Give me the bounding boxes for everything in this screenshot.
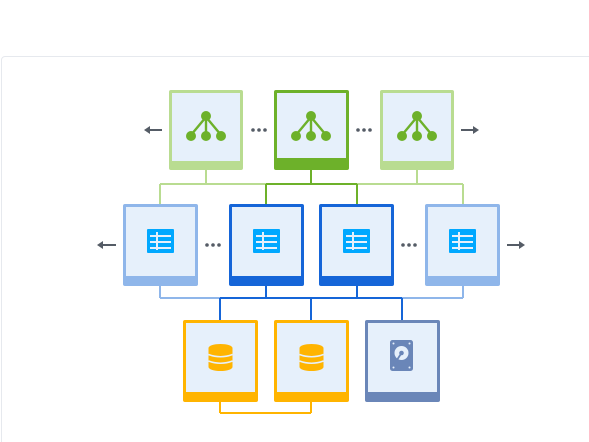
table-icon <box>147 229 174 253</box>
compute-node-2 <box>274 90 349 170</box>
compute-node-1 <box>169 90 243 170</box>
hierarchy-icon <box>186 111 226 141</box>
compute-connectors-dark <box>265 170 358 204</box>
table-icon <box>253 229 280 253</box>
table-icon <box>449 229 476 253</box>
storage-node-3 <box>365 320 440 402</box>
compute-left-arrow-icon <box>144 126 162 134</box>
database-icon <box>299 344 324 371</box>
storage-connectors <box>219 400 312 414</box>
middle-node-1 <box>123 204 198 286</box>
hard-disk-icon <box>390 340 413 371</box>
middle-node-3 <box>319 204 394 286</box>
storage-node-2 <box>274 320 349 402</box>
middle-right-arrow-icon <box>507 241 525 249</box>
compute-ellipsis-2 <box>356 128 372 132</box>
hierarchy-icon <box>397 111 437 141</box>
middle-node-2 <box>229 204 304 286</box>
middle-node-4 <box>425 204 500 286</box>
hierarchy-icon <box>291 111 331 141</box>
compute-node-3 <box>380 90 454 170</box>
middle-ellipsis-1 <box>205 243 221 247</box>
storage-node-1 <box>183 320 258 402</box>
table-icon <box>343 229 370 253</box>
compute-right-arrow-icon <box>461 126 479 134</box>
middle-connectors-dark <box>219 285 403 320</box>
compute-ellipsis-1 <box>251 128 267 132</box>
middle-connectors <box>159 285 464 299</box>
database-icon <box>208 344 233 371</box>
middle-ellipsis-2 <box>401 243 417 247</box>
middle-left-arrow-icon <box>97 241 116 249</box>
